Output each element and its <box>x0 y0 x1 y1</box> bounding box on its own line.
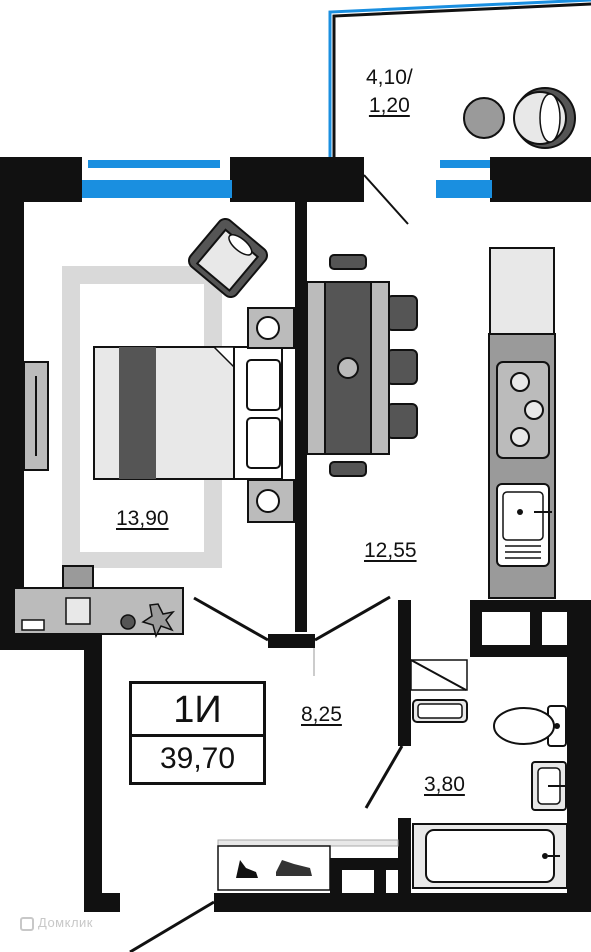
balcony-chair <box>513 87 576 149</box>
balcony-area-line1: 4,10/ <box>366 66 413 89</box>
bathroom-furniture <box>364 659 568 889</box>
toilet <box>493 705 567 747</box>
bathroom-area-label: 3,80 <box>424 773 465 796</box>
apartment-badge: 1И 39,70 <box>129 681 266 785</box>
sink <box>531 761 567 811</box>
balcony <box>328 0 591 157</box>
apartment-total-area: 39,70 <box>159 742 236 775</box>
plant-icon <box>141 603 176 639</box>
hallway-area-label: 8,25 <box>301 703 342 726</box>
balcony-area-label: 4,10/ 1,20 <box>366 64 413 120</box>
bathtub <box>412 823 568 889</box>
bedroom-area-label: 13,90 <box>116 507 169 530</box>
kitchen-area-label: 12,55 <box>364 539 417 562</box>
watermark: Домклик <box>20 915 93 931</box>
sneaker-icon <box>276 860 312 876</box>
watermark-logo-icon <box>20 917 34 931</box>
kitchen-furniture <box>306 247 556 642</box>
walls <box>0 157 591 912</box>
balcony-area-line2: 1,20 <box>368 94 410 117</box>
watermark-text: Домклик <box>38 915 93 930</box>
windows <box>82 160 492 198</box>
bedroom-furniture <box>13 218 295 642</box>
balcony-door <box>363 160 436 225</box>
hallway-furniture <box>129 648 399 952</box>
armchair <box>188 218 268 298</box>
shoe-heel-icon <box>236 860 258 878</box>
apartment-type: 1И <box>132 684 263 737</box>
